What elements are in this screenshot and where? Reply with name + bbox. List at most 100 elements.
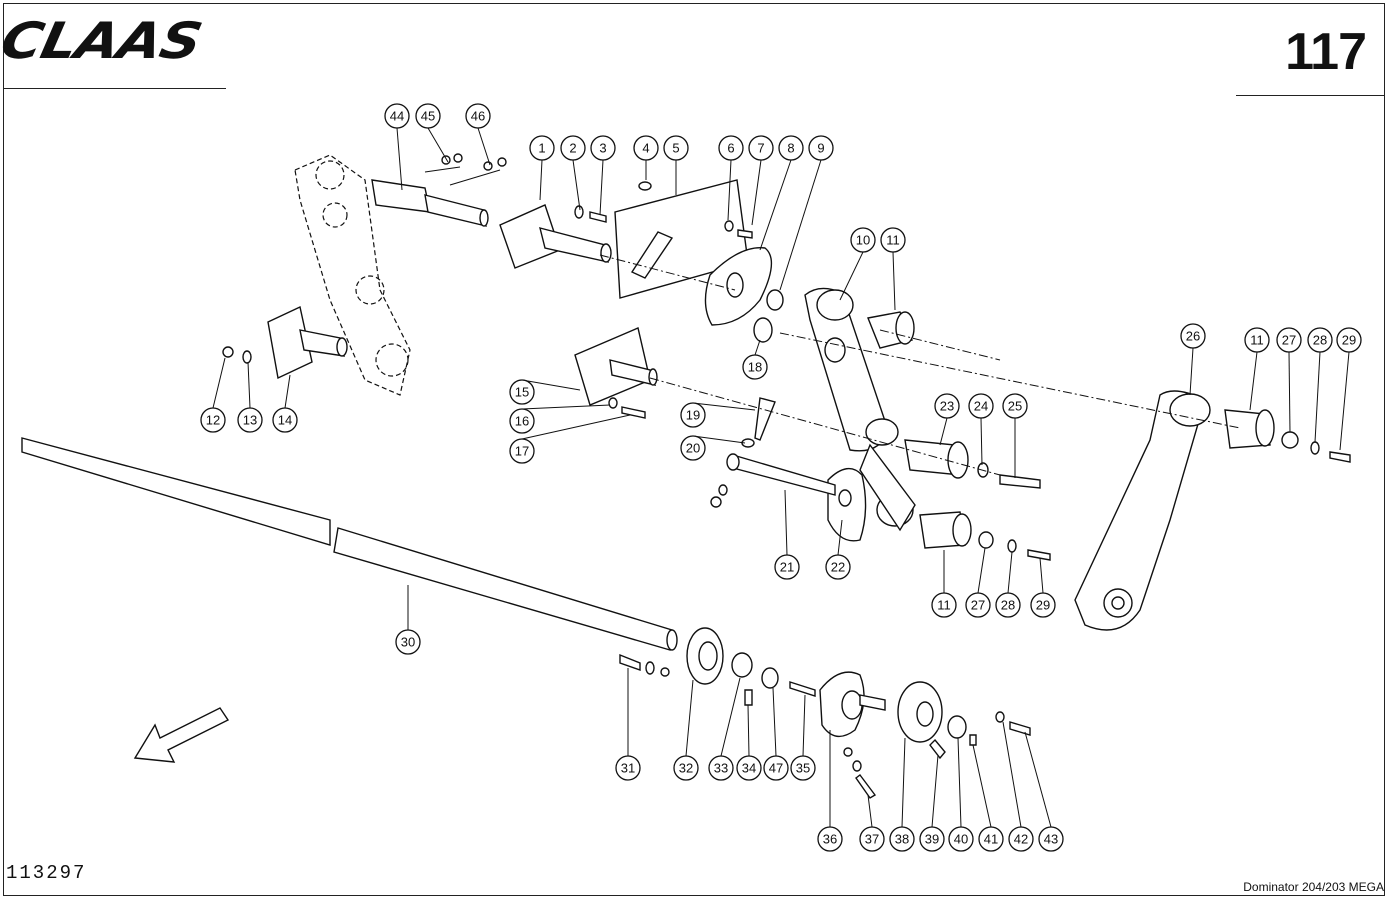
callout-45: 45: [415, 103, 449, 163]
callout-35: 35: [790, 694, 816, 781]
leader-line: [957, 737, 962, 828]
callout-circle: [680, 402, 706, 428]
bearing-plate-1: [499, 181, 652, 269]
callout-label: 3: [599, 141, 606, 156]
callout-30: 30: [395, 585, 421, 655]
callout-circle: [272, 407, 298, 433]
callout-circle: [560, 135, 586, 161]
callout-label: 43: [1044, 832, 1058, 847]
callout-label: 29: [1036, 598, 1050, 613]
callout-label: 26: [1186, 329, 1200, 344]
callout-label: 9: [817, 141, 824, 156]
callout-label: 45: [421, 109, 435, 124]
callout-circle: [880, 227, 906, 253]
callout-29: 29: [1336, 327, 1362, 451]
callout-23: 23: [934, 393, 960, 446]
callout-label: 38: [895, 832, 909, 847]
leader-line: [1288, 351, 1291, 433]
callout-13: 13: [237, 361, 263, 433]
callout-24: 24: [968, 393, 994, 466]
plate-15: [574, 327, 658, 419]
callout-circle: [708, 755, 734, 781]
callout-1: 1: [529, 135, 555, 201]
callout-label: 18: [748, 360, 762, 375]
model-name: Dominator 204/203 MEGA: [1243, 880, 1384, 894]
callout-circle: [778, 135, 804, 161]
callout-11: 11: [880, 227, 906, 311]
leader-line: [692, 435, 746, 444]
callout-7: 7: [748, 135, 774, 226]
callout-label: 40: [954, 832, 968, 847]
callout-label: 14: [278, 413, 292, 428]
callout-circle: [1008, 826, 1034, 852]
leader-line: [980, 417, 983, 466]
callout-14: 14: [272, 374, 298, 433]
direction-arrow: [133, 707, 230, 763]
bush-18: [753, 317, 773, 343]
callout-label: 17: [515, 444, 529, 459]
leader-line: [837, 519, 843, 556]
callout-label: 33: [714, 761, 728, 776]
flange-bearing-32: [619, 627, 816, 706]
callout-circle: [859, 826, 885, 852]
ghost-arm: [294, 154, 411, 396]
callout-circle: [1038, 826, 1064, 852]
leader-line: [747, 704, 750, 757]
cam-disc-8: [704, 247, 784, 326]
callout-label: 39: [925, 832, 939, 847]
callout-41: 41: [972, 744, 1004, 852]
bushes: [867, 311, 1051, 561]
callout-label: 41: [984, 832, 998, 847]
leader-line: [1189, 347, 1194, 396]
leader-line: [521, 414, 631, 440]
callout-circle: [237, 407, 263, 433]
leader-line: [759, 159, 792, 251]
callout-label: 19: [686, 408, 700, 423]
callout-9: 9: [779, 135, 834, 291]
callout-31: 31: [615, 668, 641, 781]
callout-circle: [948, 826, 974, 852]
callout-label: 11: [937, 598, 951, 613]
callout-circle: [1030, 592, 1056, 618]
callout-circle: [825, 554, 851, 580]
callout-circle: [968, 393, 994, 419]
callout-label: 37: [865, 832, 879, 847]
callout-17: 17: [509, 414, 631, 464]
callout-11: 11: [931, 550, 957, 618]
callout-label: 22: [831, 560, 845, 575]
leader-line: [931, 754, 939, 828]
leader-line: [247, 361, 251, 409]
leader-line: [572, 159, 581, 211]
callout-label: 34: [742, 761, 756, 776]
leader-line: [727, 159, 732, 221]
callout-38: 38: [889, 737, 915, 852]
callout-44: 44: [384, 103, 410, 191]
callout-label: 15: [515, 385, 529, 400]
callout-label: 31: [621, 761, 635, 776]
callout-40: 40: [948, 737, 974, 852]
callout-circle: [673, 755, 699, 781]
callout-25: 25: [1002, 393, 1028, 478]
callout-37: 37: [859, 794, 885, 852]
callout-label: 36: [823, 832, 837, 847]
callout-label: 12: [206, 413, 220, 428]
page-frame: [3, 3, 1385, 896]
callout-label: 29: [1342, 333, 1356, 348]
swing-arm-26: [1074, 390, 1351, 631]
callout-18: 18: [742, 339, 768, 380]
callout-circle: [742, 354, 768, 380]
callout-20: 20: [680, 435, 746, 461]
callout-label: 47: [769, 761, 783, 776]
callout-8: 8: [759, 135, 804, 251]
callout-label: 32: [679, 761, 693, 776]
callout-circle: [663, 135, 689, 161]
leader-line: [892, 251, 896, 311]
callout-circle: [415, 103, 441, 129]
callout-43: 43: [1024, 731, 1064, 852]
callout-label: 20: [686, 441, 700, 456]
leader-line: [1249, 351, 1258, 411]
callout-circle: [763, 755, 789, 781]
callout-label: 23: [940, 399, 954, 414]
